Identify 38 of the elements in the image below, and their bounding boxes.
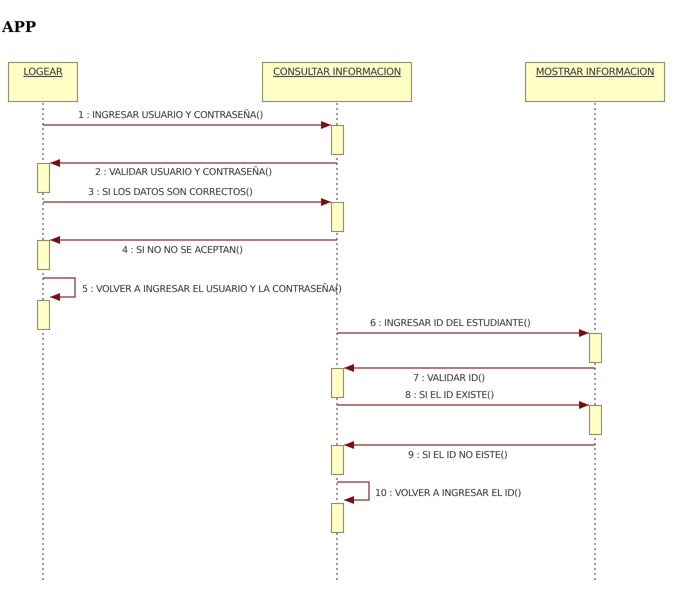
activation-bar	[331, 368, 344, 398]
lifeline-header	[525, 62, 665, 102]
object-name: LOGEAR	[23, 67, 63, 78]
message-label: 6 : INGRESAR ID DEL ESTUDIANTE()	[370, 318, 530, 329]
activation-bar	[331, 503, 344, 533]
activation-bar	[37, 163, 50, 193]
message-label: 9 : SI EL ID NO EISTE()	[408, 450, 508, 461]
activation-bar	[331, 125, 344, 155]
activation-bar	[37, 300, 50, 330]
message-arrow	[42, 198, 332, 206]
message-arrow	[42, 278, 76, 301]
activation-bar	[589, 333, 602, 363]
message-arrow	[344, 441, 596, 449]
message-label: 1 : INGRESAR USUARIO Y CONTRASEÑA()	[78, 110, 263, 121]
lifeline-header	[8, 62, 78, 102]
message-arrow	[50, 159, 338, 167]
message-arrow	[42, 121, 332, 129]
object-name: CONSULTAR INFORMACION	[273, 67, 401, 78]
activation-bar	[331, 202, 344, 232]
lifeline	[592, 103, 598, 580]
message-label: 3 : SI LOS DATOS SON CORRECTOS()	[88, 187, 253, 198]
message-label: 5 : VOLVER A INGRESAR EL USUARIO Y LA CONTRASEÑA()	[82, 284, 342, 295]
message-arrow	[344, 364, 596, 372]
message-arrow	[336, 401, 590, 409]
activation-bar	[37, 240, 50, 270]
activation-bar	[589, 405, 602, 435]
activation-bar	[331, 445, 344, 475]
message-arrow	[336, 482, 370, 504]
diagram-title: APP	[2, 18, 36, 36]
message-label: 4 : SI NO NO SE ACEPTAN()	[122, 245, 243, 256]
message-arrow	[50, 236, 338, 244]
message-label: 2 : VALIDAR USUARIO Y CONTRASEÑA()	[95, 167, 272, 178]
lifeline-header	[262, 62, 412, 102]
message-arrow	[336, 329, 590, 337]
object-name: MOSTRAR INFORMACION	[536, 67, 654, 78]
message-label: 10 : VOLVER A INGRESAR EL ID()	[375, 488, 522, 499]
message-label: 7 : VALIDAR ID()	[413, 373, 485, 384]
message-label: 8 : SI EL ID EXISTE()	[405, 390, 494, 401]
